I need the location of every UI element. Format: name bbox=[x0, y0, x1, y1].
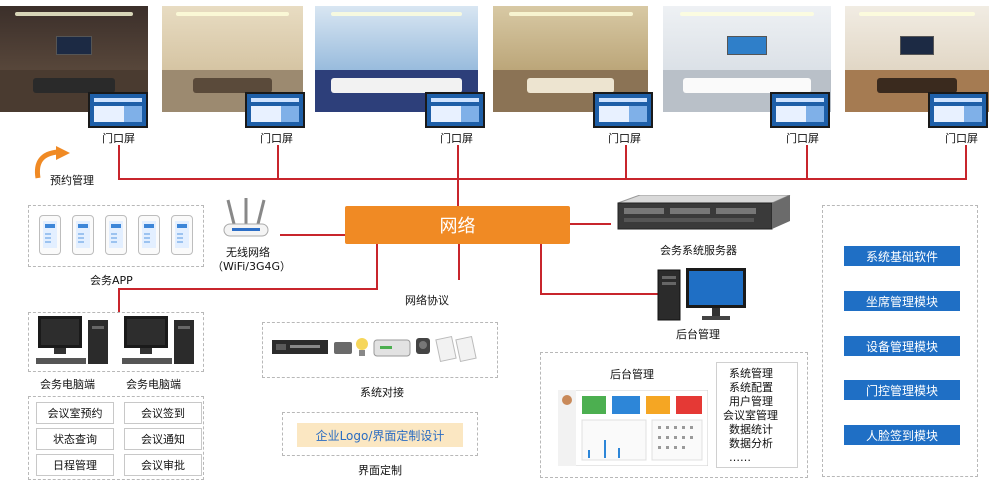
func-approval: 会议审批 bbox=[124, 454, 202, 476]
mgmt-panel-frame bbox=[540, 352, 808, 478]
pc-label-2: 会务电脑端 bbox=[126, 378, 181, 391]
phone-5 bbox=[171, 215, 193, 255]
custom-label: 界面定制 bbox=[358, 464, 402, 477]
mgmt-panel-title: 后台管理 bbox=[610, 368, 654, 381]
system-dock-label: 系统对接 bbox=[360, 386, 404, 399]
drop-line-4 bbox=[625, 145, 627, 179]
dashboard-screenshot-icon bbox=[558, 390, 708, 466]
door-screen-3 bbox=[425, 92, 485, 128]
phone-3 bbox=[105, 215, 127, 255]
module-door-control: 门控管理模块 bbox=[844, 380, 960, 400]
func-schedule: 日程管理 bbox=[36, 454, 114, 476]
network-box: 网络 bbox=[345, 206, 570, 244]
func-status-query: 状态查询 bbox=[36, 428, 114, 450]
system-dock-frame bbox=[262, 322, 498, 378]
door-label-2: 门口屏 bbox=[260, 132, 293, 145]
line-to-wireless bbox=[280, 234, 346, 236]
line-to-backend-h bbox=[540, 293, 660, 295]
custom-logo-banner: 企业Logo/界面定制设计 bbox=[297, 423, 463, 447]
custom-frame bbox=[282, 412, 478, 456]
line-to-server bbox=[569, 223, 611, 225]
drop-line-6 bbox=[965, 145, 967, 179]
mgmt-item: 用户管理 bbox=[729, 395, 773, 408]
drop-line-5 bbox=[806, 145, 808, 179]
pc-label-1: 会务电脑端 bbox=[40, 378, 95, 391]
room-photo-6 bbox=[845, 6, 989, 112]
door-screen-1 bbox=[88, 92, 148, 128]
backend-label: 后台管理 bbox=[676, 328, 720, 341]
mgmt-item: 系统配置 bbox=[729, 381, 773, 394]
module-device: 设备管理模块 bbox=[844, 336, 960, 356]
wireless-label-1: 无线网络 bbox=[226, 246, 270, 259]
line-to-pc-v bbox=[376, 244, 378, 289]
room-photo-4 bbox=[493, 6, 648, 112]
door-screen-5 bbox=[770, 92, 830, 128]
door-screen-2 bbox=[245, 92, 305, 128]
line-to-pc-h bbox=[118, 288, 378, 290]
booking-label: 预约管理 bbox=[50, 174, 94, 187]
mgmt-item: 数据分析 bbox=[729, 437, 773, 450]
line-to-protocol bbox=[458, 244, 460, 280]
pc-group-frame bbox=[28, 312, 204, 372]
module-base-software: 系统基础软件 bbox=[844, 246, 960, 266]
app-label: 会务APP bbox=[90, 274, 133, 287]
mgmt-item: 会议室管理 bbox=[723, 409, 778, 422]
protocol-label: 网络协议 bbox=[405, 294, 449, 307]
module-face-sign-in: 人脸签到模块 bbox=[844, 425, 960, 445]
line-to-pc-drop bbox=[118, 288, 120, 312]
device-row-icon bbox=[272, 335, 477, 363]
func-sign-in: 会议签到 bbox=[124, 402, 202, 424]
modules-frame bbox=[822, 205, 978, 477]
backend-workstation-icon bbox=[657, 268, 746, 321]
server-label: 会务系统服务器 bbox=[660, 244, 737, 257]
pc-icon-1 bbox=[36, 316, 108, 364]
function-group-frame bbox=[28, 396, 204, 480]
mgmt-feature-list: 系统管理 系统配置 用户管理 会议室管理 数据统计 数据分析 …… bbox=[716, 362, 798, 468]
server-icon bbox=[617, 195, 791, 230]
door-label-1: 门口屏 bbox=[102, 132, 135, 145]
booking-arrow-icon bbox=[34, 146, 70, 179]
func-room-booking: 会议室预约 bbox=[36, 402, 114, 424]
mgmt-item: 系统管理 bbox=[729, 367, 773, 380]
pc-icon-2 bbox=[122, 316, 194, 364]
wifi-router-icon bbox=[223, 198, 269, 237]
door-label-3: 门口屏 bbox=[440, 132, 473, 145]
app-group-frame bbox=[28, 205, 204, 267]
door-label-4: 门口屏 bbox=[608, 132, 641, 145]
drop-line-3 bbox=[457, 145, 459, 207]
phone-4 bbox=[138, 215, 160, 255]
line-to-backend-v bbox=[540, 244, 542, 294]
door-label-5: 门口屏 bbox=[786, 132, 819, 145]
door-screen-6 bbox=[928, 92, 988, 128]
mgmt-item: …… bbox=[729, 451, 751, 464]
room-photo-1 bbox=[0, 6, 148, 112]
module-seating: 坐席管理模块 bbox=[844, 291, 960, 311]
door-screen-4 bbox=[593, 92, 653, 128]
phone-1 bbox=[39, 215, 61, 255]
door-label-6: 门口屏 bbox=[945, 132, 978, 145]
func-notification: 会议通知 bbox=[124, 428, 202, 450]
mgmt-item: 数据统计 bbox=[729, 423, 773, 436]
bus-line-top bbox=[118, 178, 967, 180]
drop-line-1 bbox=[118, 145, 120, 179]
drop-line-2 bbox=[277, 145, 279, 179]
wireless-label-2: （WiFi/3G4G） bbox=[212, 260, 292, 273]
phone-2 bbox=[72, 215, 94, 255]
